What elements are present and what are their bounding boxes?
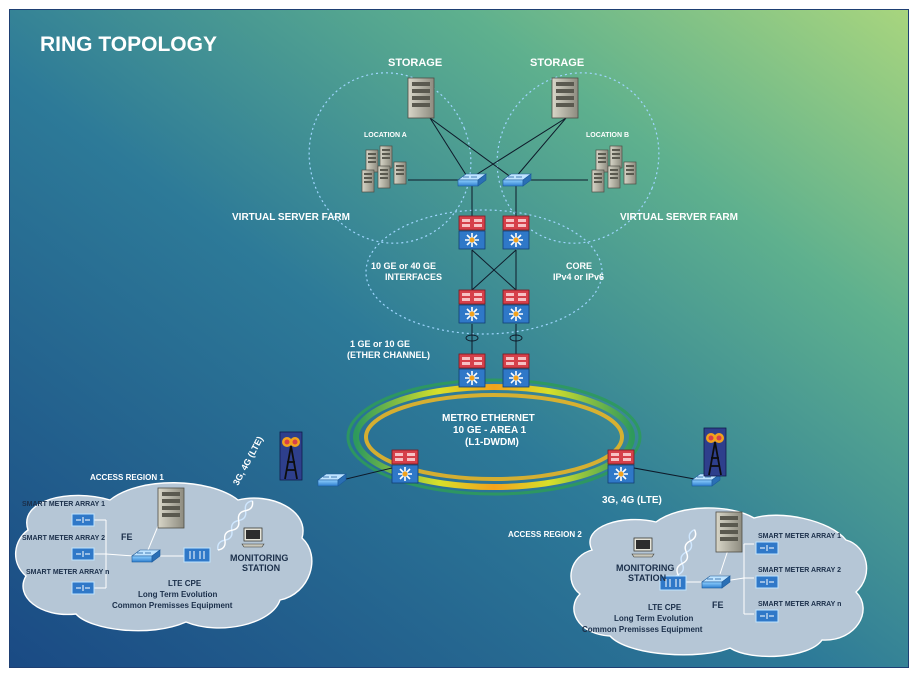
region2-array-2-label: SMART METER ARRAY 2 <box>758 567 841 574</box>
ring-router-top-left-icon <box>458 353 486 388</box>
region1-cpe-label-line1: LTE CPE <box>168 579 202 588</box>
ring-label-line2: 10 GE - AREA 1 <box>453 425 527 436</box>
region1-monitoring-label-line2: STATION <box>242 563 280 573</box>
ring-topology-diagram: RING TOPOLOGY <box>10 10 908 667</box>
zone-outlines <box>308 72 660 335</box>
region2-meter-array-2-icon <box>755 575 779 589</box>
region1-fe-label: FE <box>121 532 133 542</box>
ring-router-left-icon <box>391 449 419 484</box>
region2-fe-label: FE <box>712 600 724 610</box>
storage-server-a-icon <box>407 77 435 119</box>
datacenter-links <box>408 117 588 354</box>
region1-meter-array-2-icon <box>71 547 95 561</box>
ring-router-right-icon <box>607 449 635 484</box>
location-b-label: LOCATION B <box>586 132 629 139</box>
region2-array-n-label: SMART METER ARRAY n <box>758 601 841 608</box>
region2-monitoring-pc-icon <box>631 537 655 558</box>
etherchannel-markers <box>465 334 523 342</box>
core-label-line2: IPv4 or IPv6 <box>553 272 604 282</box>
location-a-label: LOCATION A <box>364 132 407 139</box>
storage-right-label: STORAGE <box>530 57 584 69</box>
ring-label-line3: (L1-DWDM) <box>465 437 519 448</box>
region2-meter-array-1-icon <box>755 541 779 555</box>
region2-name-label: ACCESS REGION 2 <box>508 530 582 539</box>
etherchannel-label-line2: (ETHER CHANNEL) <box>347 350 430 360</box>
region1-array-2-label: SMART METER ARRAY 2 <box>22 535 105 542</box>
vsf-left-label: VIRTUAL SERVER FARM <box>232 212 350 223</box>
region1-name-label: ACCESS REGION 1 <box>90 473 164 482</box>
region1-meter-array-1-icon <box>71 513 95 527</box>
core-router-1-icon <box>458 215 486 250</box>
region1-monitoring-pc-icon <box>241 527 265 548</box>
core-label-line1: CORE <box>566 261 592 271</box>
region2-cpe-label-line2: Long Term Evolution <box>614 614 694 623</box>
location-a-zone <box>308 72 472 244</box>
region1-server-icon <box>157 487 185 529</box>
diagram-frame: RING TOPOLOGY <box>9 9 909 668</box>
region2-monitoring-label-line2: STATION <box>628 573 666 583</box>
region1-cpe-label-line2: Long Term Evolution <box>138 590 218 599</box>
region2-array-1-label: SMART METER ARRAY 1 <box>758 533 841 540</box>
region1-array-n-label: SMART METER ARRAY n <box>26 569 109 576</box>
region2-server-icon <box>715 511 743 553</box>
region2-cell-tower-icon <box>703 427 727 477</box>
region1-cell-tower-icon <box>279 431 303 481</box>
region1-links <box>94 519 186 589</box>
ring-label-line1: METRO ETHERNET <box>442 413 535 424</box>
backhaul-links <box>341 467 701 481</box>
core-zone <box>365 209 603 335</box>
region1-monitoring-label-line1: MONITORING <box>230 553 288 563</box>
core-router-4-icon <box>502 289 530 324</box>
etherchannel-label-line1: 1 GE or 10 GE <box>350 339 410 349</box>
location-b-zone <box>496 72 660 244</box>
vsf-right-label: VIRTUAL SERVER FARM <box>620 212 738 223</box>
core-router-2-icon <box>502 215 530 250</box>
region1-lte-cpe-icon <box>183 547 211 563</box>
storage-server-b-icon <box>551 77 579 119</box>
region2-lte-label: 3G, 4G (LTE) <box>602 495 662 506</box>
region1-meter-array-n-icon <box>71 581 95 595</box>
region2-meter-array-n-icon <box>755 609 779 623</box>
diagram-title: RING TOPOLOGY <box>40 33 217 56</box>
interfaces-label-line1: 10 GE or 40 GE <box>371 261 436 271</box>
interfaces-label-line2: INTERFACES <box>385 272 442 282</box>
metro-ethernet-ring <box>346 378 642 496</box>
ring-router-top-right-icon <box>502 353 530 388</box>
region1-cpe-label-line3: Common Premisses Equipment <box>112 601 233 610</box>
region2-cpe-label-line1: LTE CPE <box>648 603 682 612</box>
region1-array-1-label: SMART METER ARRAY 1 <box>22 501 105 508</box>
storage-left-label: STORAGE <box>388 57 442 69</box>
core-router-3-icon <box>458 289 486 324</box>
region2-cpe-label-line3: Common Premisses Equipment <box>582 625 703 634</box>
region2-monitoring-label-line1: MONITORING <box>616 563 674 573</box>
